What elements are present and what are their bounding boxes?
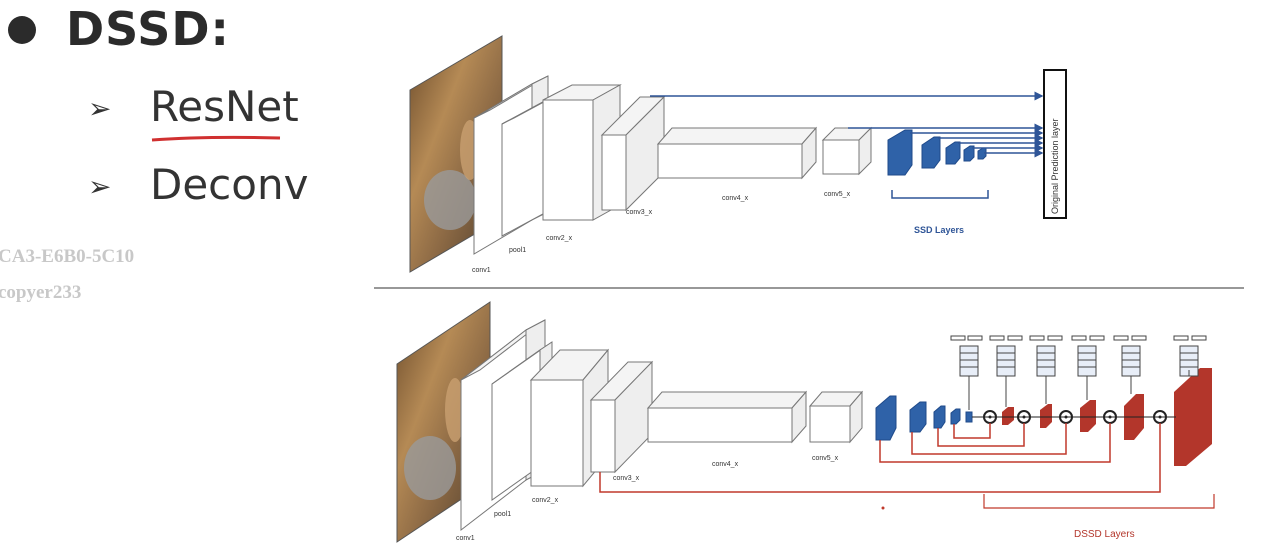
slide-title: DSSD: (66, 2, 230, 56)
ssd-block (887, 129, 913, 176)
layer-label: conv2_x (532, 497, 559, 504)
prediction-module (1029, 335, 1063, 377)
watermark-line: CA3-E6B0-5C10 (0, 246, 135, 267)
ssd-block (950, 408, 961, 425)
red-underline (151, 135, 281, 142)
watermark-line: copyer233 (0, 282, 82, 303)
item-deconv: Deconv (150, 160, 309, 209)
prediction-module (950, 335, 983, 377)
layer-label: conv5_x (824, 191, 851, 198)
layer-label: conv1 (472, 267, 491, 274)
prediction-module (1071, 335, 1105, 377)
top-network: Original Prediction layer SSD Layers con… (409, 35, 1067, 274)
conv5-block (809, 405, 851, 443)
ssd-block (909, 401, 927, 433)
prediction-module (989, 335, 1023, 377)
conv3-block (590, 399, 616, 473)
deconv-block (1002, 407, 1014, 425)
layer-label: conv2_x (546, 235, 573, 242)
layer-label: conv5_x (812, 455, 839, 462)
conv5-block (822, 139, 860, 175)
item-resnet: ResNet (150, 82, 299, 131)
ssd-layers-label: SSD Layers (914, 225, 964, 235)
bottom-network: DSSD Layers conv1 pool1 conv2_x conv3_x … (396, 301, 1215, 543)
layer-label: conv3_x (613, 475, 640, 482)
layer-label: conv3_x (626, 209, 653, 216)
layer-label: conv4_x (722, 195, 749, 202)
conv2-block (530, 379, 584, 487)
ssd-block (921, 136, 941, 169)
ssd-block (945, 141, 961, 165)
skip-connections (599, 423, 1161, 493)
prediction-module (1173, 335, 1207, 377)
deconv-block (1174, 368, 1212, 466)
layer-label: pool1 (494, 511, 511, 518)
conv4-block (657, 143, 803, 179)
ssd-block (965, 411, 973, 423)
arrow-bullet-icon: ➢ (88, 170, 112, 203)
conv3-block (601, 134, 627, 211)
ssd-block (963, 145, 975, 162)
prediction-module (1113, 335, 1147, 377)
ssd-block (875, 395, 897, 441)
deconv-block (1040, 404, 1052, 428)
dssd-layers-label: DSSD Layers (1074, 529, 1135, 540)
layer-label: pool1 (509, 247, 526, 254)
conv4-block (647, 407, 793, 443)
ssd-block (933, 405, 946, 429)
title-bullet (8, 16, 36, 44)
conv2-block (542, 99, 594, 221)
deconv-block (1080, 400, 1096, 432)
prediction-layer-box (1043, 69, 1067, 219)
layer-label: conv1 (456, 535, 475, 542)
arrow-bullet-icon: ➢ (88, 92, 112, 125)
layer-label: conv4_x (712, 461, 739, 468)
prediction-layer-label: Original Prediction layer (1050, 118, 1060, 214)
